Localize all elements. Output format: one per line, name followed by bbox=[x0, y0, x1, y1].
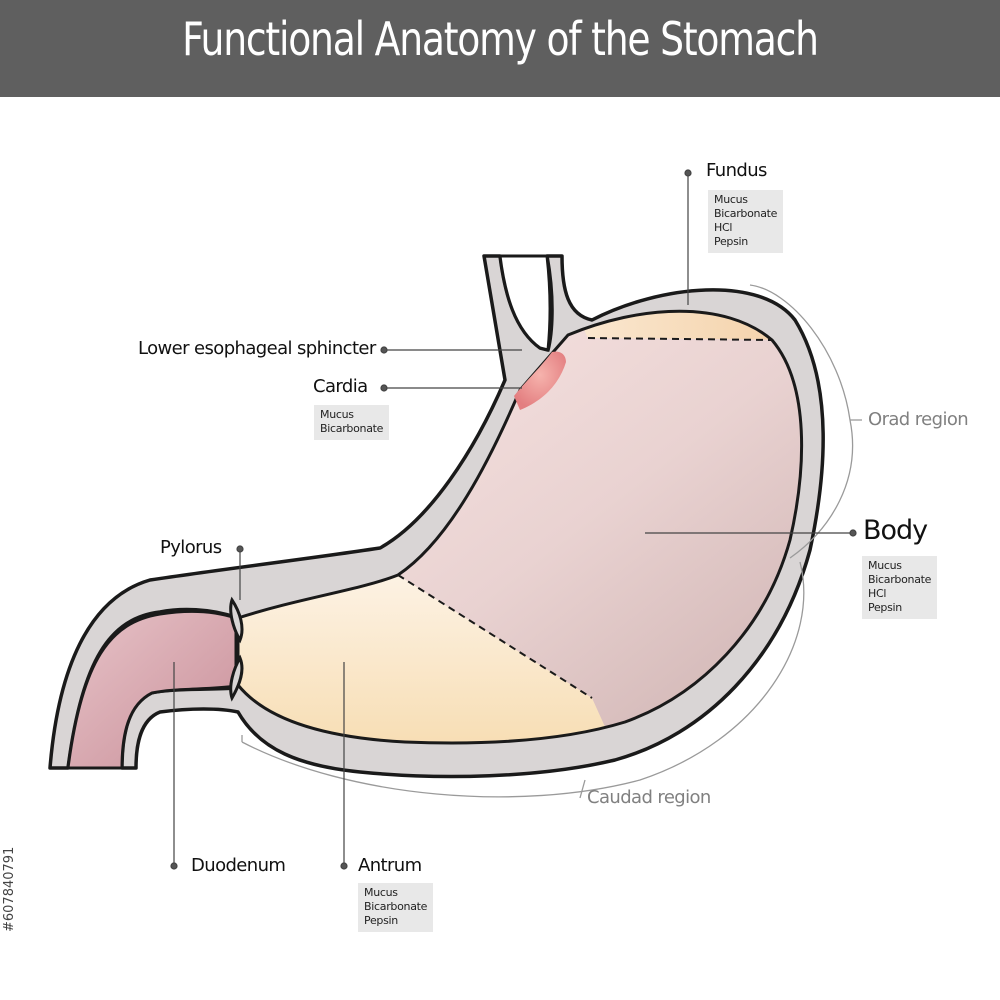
title-bar: Functional Anatomy of the Stomach bbox=[0, 0, 1000, 97]
antrum-boundary bbox=[397, 574, 593, 699]
antrum-secretions: Mucus Bicarbonate Pepsin bbox=[358, 883, 434, 932]
secretion-item: Mucus bbox=[714, 193, 748, 206]
body-label: Body bbox=[863, 515, 928, 546]
diagram-title: Functional Anatomy of the Stomach bbox=[182, 12, 819, 66]
secretion-item: Bicarbonate bbox=[364, 900, 428, 913]
cardia-label: Cardia bbox=[313, 376, 368, 397]
antrum-label: Antrum bbox=[358, 855, 422, 876]
pylorus-label: Pylorus bbox=[160, 537, 222, 558]
secretion-item: HCl bbox=[868, 587, 887, 600]
fundus-secretions: Mucus Bicarbonate HCl Pepsin bbox=[708, 190, 784, 253]
pylorus-sphincter bbox=[229, 596, 244, 702]
duodenum-label: Duodenum bbox=[191, 855, 286, 876]
secretion-item: HCl bbox=[714, 221, 733, 234]
stock-image-id: #607840791 bbox=[2, 846, 17, 932]
orad-region-label: Orad region bbox=[868, 409, 969, 430]
caudad-region-label: Caudad region bbox=[587, 787, 711, 808]
fundus-boundary bbox=[587, 337, 773, 341]
fundus-label: Fundus bbox=[706, 160, 767, 181]
cardia-secretions: Mucus Bicarbonate bbox=[314, 405, 390, 440]
body-secretions: Mucus Bicarbonate HCl Pepsin bbox=[862, 556, 938, 619]
les-swelling bbox=[514, 351, 566, 410]
secretion-item: Bicarbonate bbox=[714, 207, 778, 220]
caudad-bracket bbox=[241, 561, 805, 798]
secretion-item: Pepsin bbox=[364, 914, 398, 927]
secretion-item: Mucus bbox=[320, 408, 354, 421]
secretion-item: Pepsin bbox=[714, 235, 748, 248]
secretion-item: Mucus bbox=[364, 886, 398, 899]
secretion-item: Pepsin bbox=[868, 601, 902, 614]
secretion-item: Mucus bbox=[868, 559, 902, 572]
secretion-item: Bicarbonate bbox=[320, 422, 384, 435]
antrum-region bbox=[238, 560, 620, 743]
esophagus-lumen bbox=[498, 254, 552, 352]
les-label: Lower esophageal sphincter bbox=[138, 338, 376, 359]
secretion-item: Bicarbonate bbox=[868, 573, 932, 586]
